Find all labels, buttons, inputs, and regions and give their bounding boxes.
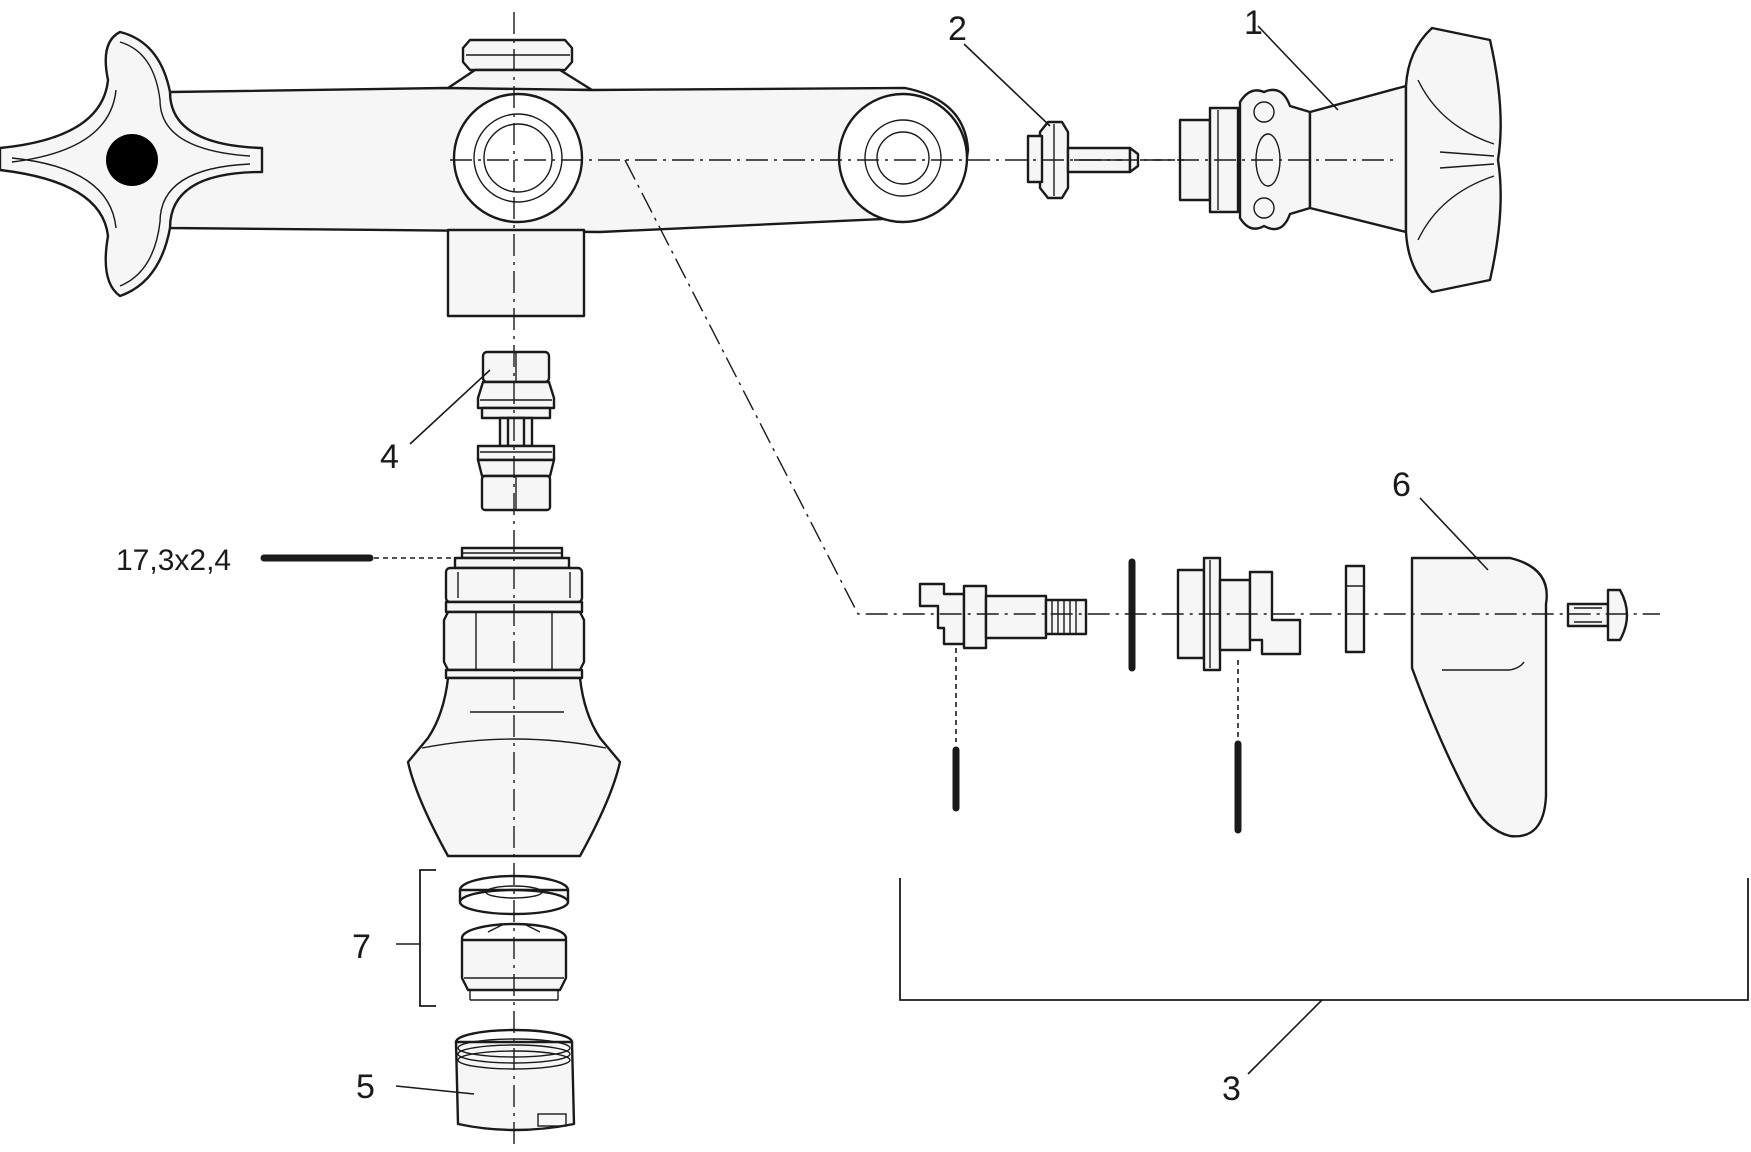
handle-center-dot [106,134,158,186]
label-part-6: 6 [1392,466,1411,504]
center-lines [374,12,1660,1150]
faucet-body [0,30,970,318]
valve-insert-group [918,556,1629,838]
part-5-aerator-housing [454,1028,576,1132]
part-4-cartridge [476,350,556,512]
label-part-2: 2 [948,10,967,48]
label-part-4: 4 [380,438,399,476]
bracket-part-7 [396,869,436,1007]
label-part-1: 1 [1244,4,1263,42]
leader-lines [395,25,1489,1095]
bracket-part-3 [899,878,1749,1075]
o-ring-dimension-label: 17,3x2,4 [116,544,231,577]
part-1-handle-valve [1178,26,1502,294]
label-part-5: 5 [356,1068,375,1106]
label-part-3: 3 [1222,1070,1241,1108]
label-part-7: 7 [352,928,371,966]
